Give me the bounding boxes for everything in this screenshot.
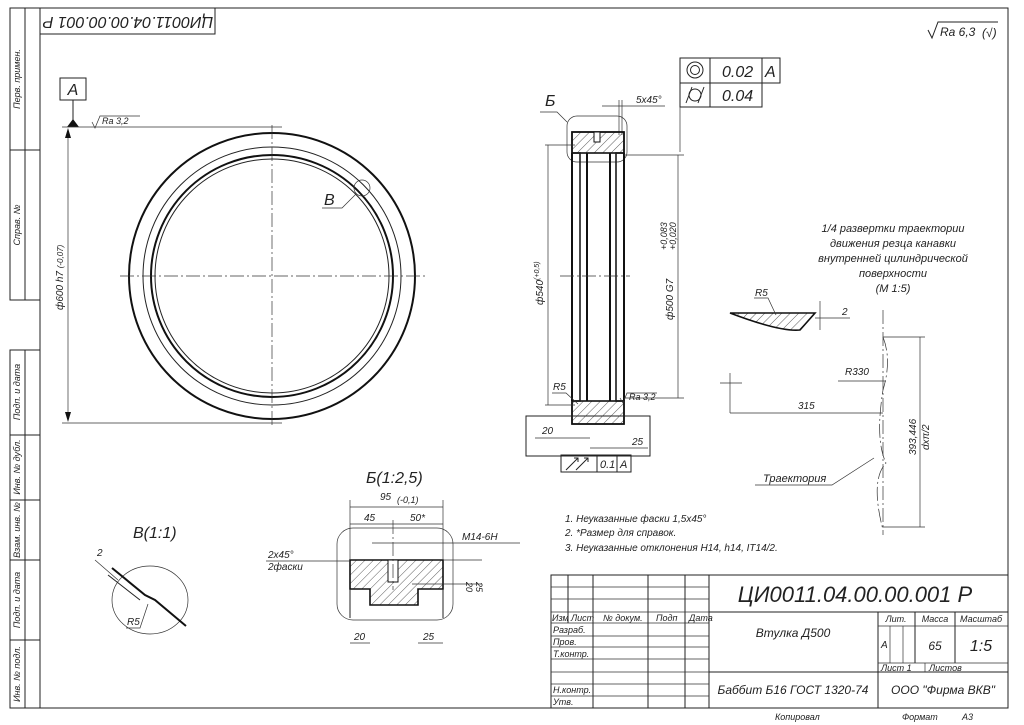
sheets-label: Листов — [928, 663, 962, 673]
dim-20-bottom: 20 — [353, 632, 366, 643]
sheet-label: Лист 1 — [880, 663, 912, 673]
side-strip-top: Перв. примен. Справ. № — [9, 7, 41, 301]
strip-label: Инв. № подл. — [12, 646, 22, 702]
note: 2. *Размер для справок. — [564, 528, 676, 539]
dim-25: 25 — [631, 437, 644, 448]
technical-notes: 1. Неуказанные фаски 1,5x45° 2. *Размер … — [564, 513, 778, 554]
cylindricity-icon — [685, 86, 705, 104]
section-view: Б 5x45° 0.02 А 0.04 ф540(+ — [525, 57, 781, 473]
trajectory-label: Траектория — [763, 473, 826, 485]
role-label: Разраб. — [553, 625, 586, 635]
format-label: Формат — [902, 712, 938, 722]
detail-v-view: В(1:1) 2 R5 — [94, 525, 189, 635]
chamfer-label: 2x45° — [267, 550, 294, 561]
strip-label: Справ. № — [12, 204, 22, 245]
detail-b-view: Б(1:2,5) 95 (-0,1) 45 50* M14-6H 2x45° 2… — [266, 470, 520, 644]
length-label: 393,446 — [908, 418, 919, 455]
role-label: Т.контр. — [553, 649, 589, 659]
header-date: Дата — [688, 613, 713, 623]
drawing-code-reversed: ЦИ0011.04.00.00.001 Р — [42, 13, 213, 30]
trajectory-title: поверхности — [859, 268, 927, 280]
drawing-code: ЦИ0011.04.00.00.001 Р — [738, 582, 973, 607]
header-list: Лист — [570, 613, 595, 623]
diameter-label: ф600 h7 (-0,07) — [54, 244, 66, 310]
tolerance-value: 0.04 — [722, 88, 753, 105]
radius-label: R330 — [845, 367, 869, 378]
scale-value: 1:5 — [970, 638, 992, 655]
lit-value: А — [880, 640, 888, 651]
trajectory-title: 1/4 развертки траектории — [822, 223, 965, 235]
inner-diameter-tol: +0,083 — [659, 222, 669, 250]
runout-icon — [565, 457, 589, 471]
chamfer-label: 5x45° — [636, 95, 662, 106]
format-value: А3 — [961, 712, 973, 722]
trajectory-title: движения резца канавки — [830, 238, 956, 250]
part-name: Втулка Д500 — [756, 626, 831, 640]
main-view: А Ra 3,2 ф600 h7 (-0,07) В — [54, 77, 425, 428]
depth-label: 2 — [841, 307, 848, 318]
radius-label: R5 — [755, 288, 768, 299]
mass-label: Масса — [922, 614, 949, 624]
strip-label: Взам. инв. № — [12, 502, 22, 558]
header-sign: Подп — [656, 613, 678, 623]
header-doc: № докум. — [603, 613, 643, 623]
runout-value: 0.1 — [600, 459, 615, 471]
detail-b-callout: Б — [545, 93, 555, 110]
dim-315: 315 — [798, 401, 815, 412]
general-roughness: Ra 6,3 (√) — [927, 21, 998, 40]
detail-b-title: Б(1:2,5) — [366, 470, 423, 487]
role-label: Утв. — [552, 697, 573, 707]
scale-label: Масштаб — [960, 614, 1003, 624]
dim-2: 2 — [96, 548, 103, 559]
radius-label: R5 — [553, 382, 566, 393]
material: Баббит Б16 ГОСТ 1320-74 — [718, 683, 869, 697]
length-formula: dxπ/2 — [921, 424, 932, 450]
dim-95: 95 — [380, 492, 392, 503]
strip-label: Подп. и дата — [12, 364, 22, 420]
header-izm: Изм — [552, 613, 569, 623]
strip-label: Инв. № дубл. — [12, 439, 22, 494]
trajectory-view: 1/4 развертки траектории движения резца … — [720, 223, 968, 535]
dim-20: 20 — [464, 581, 474, 592]
note: 3. Неуказанные отклонения H14, h14, IT14… — [565, 543, 778, 554]
strip-label: Перв. примен. — [12, 49, 22, 109]
dim-95-tol: (-0,1) — [397, 495, 419, 505]
roughness-suffix: (√) — [982, 26, 997, 40]
company: ООО "Фирма ВКВ" — [891, 683, 996, 697]
concentricity-icon — [686, 61, 704, 79]
role-label: Н.контр. — [553, 685, 591, 695]
detail-v-callout: В — [324, 192, 335, 209]
lit-label: Лит. — [884, 614, 906, 624]
runout-datum: А — [619, 459, 627, 471]
inner-diameter-label: ф500 G7 — [664, 278, 676, 320]
dim-45: 45 — [364, 513, 376, 524]
dim-25-bottom: 25 — [422, 632, 435, 643]
chamfer-note: 2фаски — [267, 561, 303, 573]
dim-20: 20 — [541, 426, 554, 437]
trajectory-title: внутренней цилиндрической — [818, 253, 968, 265]
tolerance-value: 0.02 — [722, 64, 753, 81]
mass-value: 65 — [928, 639, 942, 653]
roughness-label: Ra 3,2 — [102, 116, 129, 126]
note: 1. Неуказанные фаски 1,5x45° — [565, 513, 706, 525]
datum-label: А — [67, 82, 79, 99]
roughness-value: Ra 6,3 — [940, 25, 976, 39]
dim-50: 50* — [410, 513, 426, 524]
detail-v-title: В(1:1) — [133, 525, 177, 542]
inner-diameter-tol: +0,020 — [668, 222, 678, 250]
radius-label: R5 — [127, 617, 140, 628]
tolerance-datum: А — [764, 64, 776, 81]
side-strip-bottom: Подп. и дата Инв. № дубл. Взам. инв. № П… — [9, 349, 41, 709]
thread-label: M14-6H — [462, 532, 498, 543]
title-block: ЦИ0011.04.00.00.001 Р Изм Лист № докум. … — [550, 574, 1009, 722]
roughness-label: Ra 3,2 — [629, 392, 656, 402]
strip-label: Подп. и дата — [12, 572, 22, 628]
trajectory-title: (М 1:5) — [876, 283, 911, 295]
outer-diameter-label: ф540(+0,5) — [534, 261, 546, 305]
copied-label: Копировал — [775, 712, 820, 722]
dim-25: 25 — [474, 581, 484, 593]
role-label: Пров. — [553, 637, 577, 647]
